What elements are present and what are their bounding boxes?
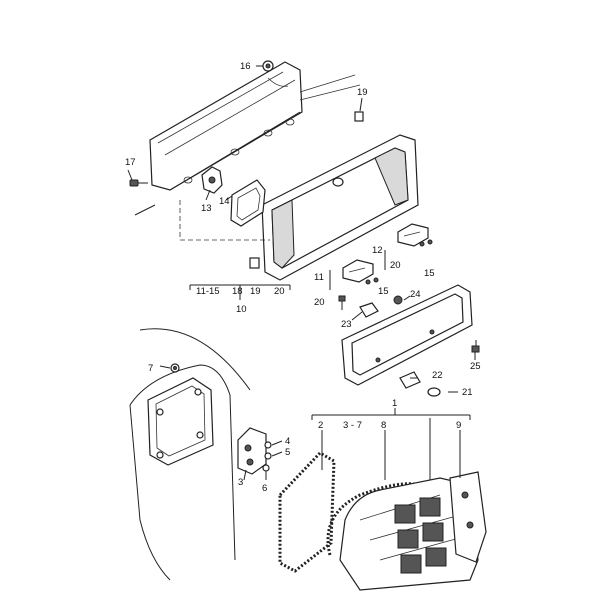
part-21-bulb-socket	[399, 371, 441, 397]
part-25-screw	[471, 345, 480, 360]
label-6: 6	[262, 483, 267, 494]
label-2: 2	[318, 420, 323, 431]
part-22-plate-holder	[341, 284, 473, 386]
label-7: 7	[148, 363, 153, 374]
label-1: 1	[392, 398, 397, 409]
label-21: 21	[462, 387, 473, 398]
label-3: 3	[238, 477, 243, 488]
part-3-bulb-carrier	[237, 427, 272, 475]
license-plate-frame-upper	[261, 134, 419, 281]
label-19-bottom: 19	[250, 286, 261, 297]
label-17: 17	[125, 157, 136, 168]
part-20-screw	[338, 295, 346, 310]
part-23-clip	[359, 302, 379, 318]
label-4: 4	[285, 436, 290, 447]
label-5: 5	[285, 447, 290, 458]
label-20-bottom: 20	[274, 286, 285, 297]
label-13: 13	[201, 203, 212, 214]
part-14-gasket	[230, 179, 266, 227]
label-8: 8	[381, 420, 386, 431]
label-18: 18	[232, 286, 243, 297]
part-8-seal	[326, 482, 421, 556]
part-12-lamp	[397, 223, 433, 247]
part-13-lamp-holder	[201, 166, 223, 194]
label-3-7: 3 - 7	[343, 420, 362, 431]
label-11: 11	[314, 272, 324, 283]
part-17-screw	[129, 179, 148, 187]
part-24-bolt	[393, 295, 403, 305]
label-24: 24	[410, 289, 421, 300]
label-20-right: 20	[390, 260, 401, 271]
part-7-nut	[170, 363, 180, 373]
label-25: 25	[470, 361, 481, 372]
leader-lines	[127, 65, 477, 481]
part-2-gasket	[278, 451, 336, 573]
label-14: 14	[219, 196, 230, 207]
label-12: 12	[372, 245, 383, 256]
label-10: 10	[236, 304, 247, 315]
part-18-nut	[249, 257, 260, 269]
callout-labels: 16 19 17 13 14 11-15 18 19 20 10 12 20 1…	[125, 61, 481, 494]
label-9: 9	[456, 420, 461, 431]
part-11-lamp	[342, 259, 379, 285]
part-9-bracket	[449, 471, 487, 563]
label-11-15: 11-15	[196, 286, 220, 297]
tail-light-housing	[339, 477, 479, 591]
tailgate-panel	[134, 61, 361, 216]
label-20-mid: 20	[314, 297, 325, 308]
label-22: 22	[432, 370, 443, 381]
part-19-clip	[354, 111, 364, 122]
label-16: 16	[240, 61, 251, 72]
label-15-right: 15	[424, 268, 435, 279]
label-15-mid: 15	[378, 286, 389, 297]
vehicle-body-side	[129, 328, 251, 581]
label-19-top: 19	[357, 87, 368, 98]
part-16-nut	[262, 60, 274, 72]
label-23: 23	[341, 319, 352, 330]
